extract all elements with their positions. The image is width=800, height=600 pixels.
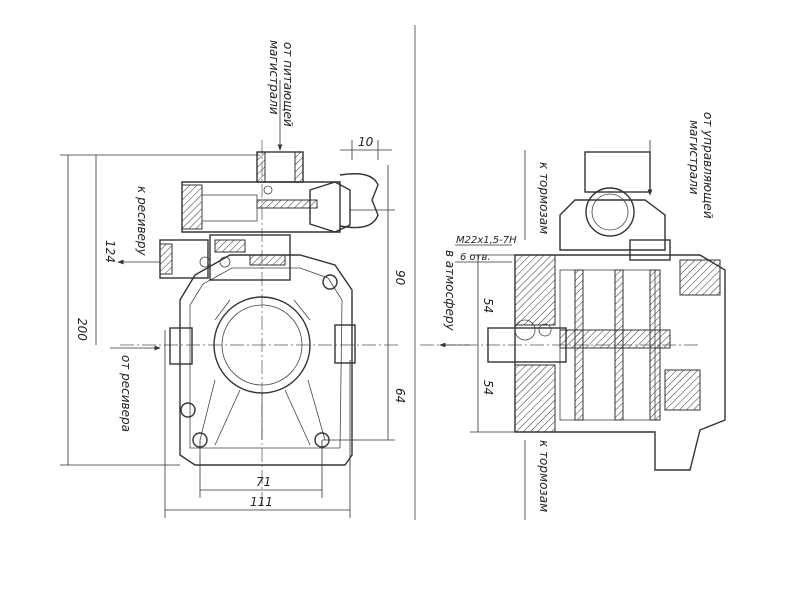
label-from-control-line-1: от управляющей	[701, 112, 715, 219]
label-from-receiver: от ресивера	[119, 355, 133, 432]
dimensions-front: 200 124 10 90 64 71 111	[60, 80, 407, 518]
label-to-atmosphere: в атмосферу	[443, 250, 457, 331]
label-to-receiver: к ресиверу	[135, 186, 149, 257]
dim-200: 200	[75, 318, 89, 341]
dim-10: 10	[358, 135, 374, 149]
dim-71: 71	[256, 475, 271, 489]
dim-64: 64	[393, 388, 407, 403]
label-to-brakes-bottom: к тормозам	[537, 440, 551, 512]
bolt-hole	[322, 274, 338, 290]
dim-54-top: 54	[481, 298, 495, 313]
dim-54-bottom: 54	[481, 380, 495, 395]
side-section-view	[414, 25, 726, 520]
valve-body	[179, 254, 353, 466]
holes-label: 6 отв.	[460, 252, 491, 263]
labels-side: к тормозам в атмосферу к тормозам от упр…	[443, 112, 715, 512]
bolt-hole	[180, 402, 196, 418]
label-from-supply-line-2: магистрали	[267, 40, 281, 115]
receiver-fitting	[159, 234, 291, 281]
front-view	[120, 140, 400, 510]
label-from-supply-line-1: от питающей	[281, 42, 295, 127]
dim-124: 124	[103, 240, 117, 263]
dimensions-side: 54 54 М22х1,5-7Н 6 отв.	[439, 140, 653, 520]
label-to-brakes-top: к тормозам	[537, 162, 551, 234]
thread-label: М22х1,5-7Н	[456, 235, 517, 246]
dim-90: 90	[393, 270, 407, 286]
dim-111: 111	[250, 495, 273, 509]
label-from-control-line-2: магистрали	[687, 120, 701, 195]
supply-valve-assembly	[181, 151, 379, 233]
labels-front: от питающей магистрали к ресиверу от рес…	[119, 40, 295, 432]
